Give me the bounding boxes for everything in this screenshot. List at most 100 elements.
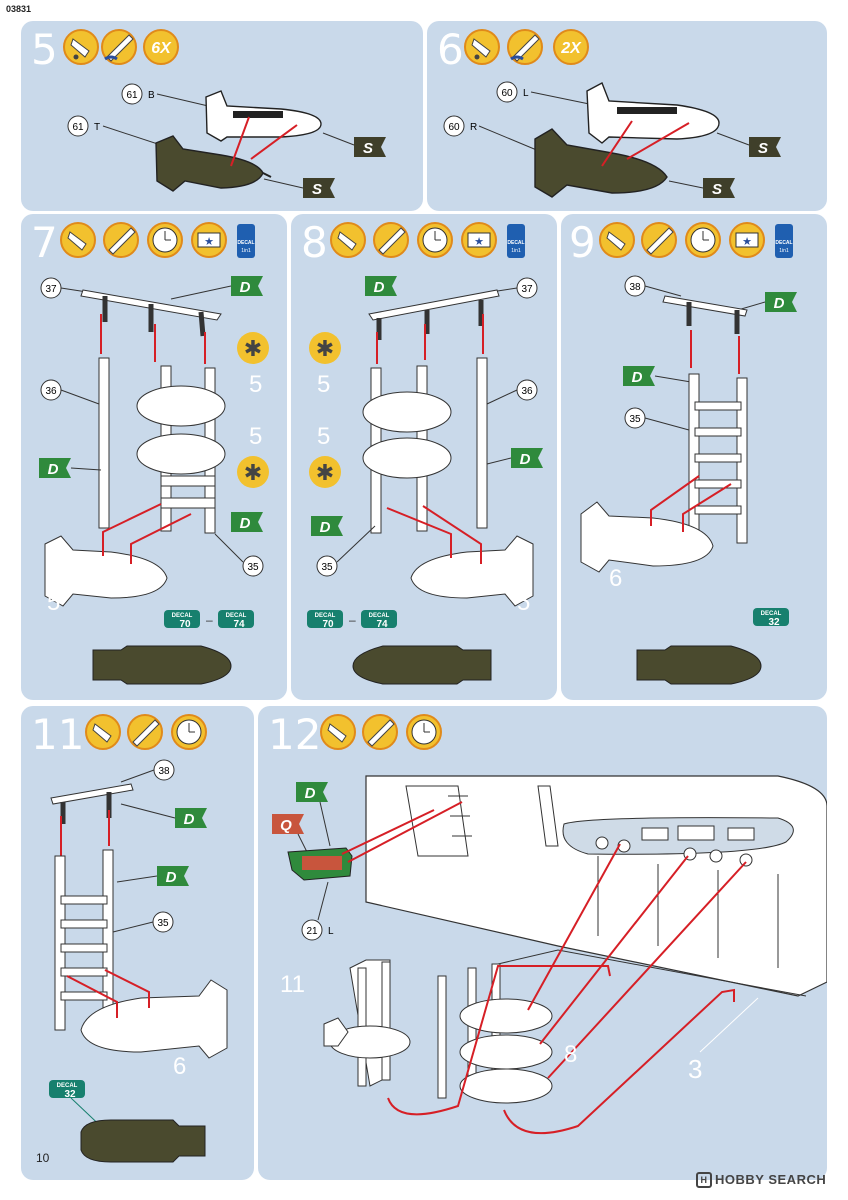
svg-text:S: S bbox=[758, 140, 768, 157]
flag-s: S bbox=[668, 178, 735, 198]
assembly-arrow bbox=[130, 513, 192, 564]
svg-text:S: S bbox=[363, 140, 373, 157]
svg-text:38: 38 bbox=[158, 766, 170, 777]
svg-text:37: 37 bbox=[521, 284, 533, 295]
callout-35: 35 bbox=[624, 407, 690, 431]
svg-text:74: 74 bbox=[376, 619, 388, 630]
paint-icon bbox=[101, 29, 137, 65]
svg-text:★: ★ bbox=[742, 236, 752, 248]
clock-icon bbox=[685, 222, 721, 258]
rack-frame bbox=[688, 373, 748, 544]
callout-35: 35 bbox=[316, 525, 376, 577]
flag-q: Q bbox=[272, 814, 309, 855]
rack-top-bar bbox=[662, 295, 748, 334]
paint-icon bbox=[127, 714, 163, 750]
svg-text:32: 32 bbox=[768, 617, 780, 628]
svg-text:D: D bbox=[48, 461, 59, 478]
leader-line bbox=[699, 997, 759, 1053]
step-12-panel: 12 D Q bbox=[258, 706, 827, 1180]
svg-text:D: D bbox=[632, 369, 643, 386]
svg-text:38: 38 bbox=[629, 282, 641, 293]
asterisk-icon: ✱ bbox=[309, 332, 341, 364]
assembly-arrow bbox=[66, 975, 118, 1018]
sub-assembly-ref: 3 bbox=[688, 1054, 702, 1084]
dash-separator: – bbox=[349, 613, 356, 627]
flag-d: D bbox=[486, 448, 543, 468]
assembly-arrow bbox=[547, 861, 747, 1079]
svg-text:60: 60 bbox=[501, 88, 513, 99]
svg-text:D: D bbox=[240, 515, 251, 532]
sub-assembly-ref: 5 bbox=[517, 589, 530, 616]
assembly-arrow bbox=[230, 116, 250, 167]
glue-icon bbox=[85, 714, 121, 750]
assembly-arrow bbox=[650, 475, 700, 526]
bomb-loose bbox=[410, 535, 534, 607]
svg-text:✱: ✱ bbox=[244, 336, 262, 361]
svg-text:32: 32 bbox=[64, 1089, 76, 1100]
svg-text:36: 36 bbox=[45, 386, 57, 397]
svg-text:36: 36 bbox=[521, 386, 533, 397]
callout-36: 36 bbox=[486, 379, 538, 405]
sub-assembly-ref: 5 bbox=[47, 589, 60, 616]
multiplier-badge: 6X bbox=[143, 29, 179, 65]
sub-assembly-ref: 11 bbox=[280, 971, 305, 998]
callout-38: 38 bbox=[120, 759, 175, 783]
svg-text:L: L bbox=[523, 88, 529, 99]
sub-assembly-ref: 5 bbox=[317, 371, 330, 398]
flag-s: S bbox=[263, 178, 335, 198]
svg-text:✱: ✱ bbox=[316, 336, 334, 361]
clock-icon bbox=[406, 714, 442, 750]
svg-text:61: 61 bbox=[72, 122, 84, 133]
assembly-arrow bbox=[601, 120, 633, 167]
paint-icon bbox=[362, 714, 398, 750]
svg-text:1in1: 1in1 bbox=[779, 248, 789, 254]
dash-separator: – bbox=[206, 613, 213, 627]
svg-text:D: D bbox=[320, 519, 331, 536]
callout-36: 36 bbox=[40, 379, 100, 405]
flag-d: D bbox=[116, 866, 189, 886]
watermark-logo-icon: H bbox=[696, 1172, 712, 1188]
watermark-word: SEARCH bbox=[768, 1172, 827, 1187]
paint-icon bbox=[641, 222, 677, 258]
bomb-olive bbox=[534, 128, 668, 198]
svg-text:✱: ✱ bbox=[244, 460, 262, 485]
glue-icon bbox=[60, 222, 96, 258]
subassembly-11 bbox=[323, 959, 411, 1087]
product-code: 03831 bbox=[6, 4, 32, 14]
callout-60-l: 60 L bbox=[496, 81, 600, 107]
assembly-arrow bbox=[341, 809, 435, 855]
bomb-decal-preview bbox=[80, 1119, 206, 1163]
flag-d: D bbox=[231, 512, 263, 532]
svg-text:70: 70 bbox=[322, 619, 334, 630]
bomb-olive bbox=[155, 135, 272, 192]
sub-assembly-ref: 5 bbox=[317, 423, 330, 450]
svg-text:D: D bbox=[166, 869, 177, 886]
assembly-arrow bbox=[539, 855, 689, 1045]
flag-d: D bbox=[296, 782, 331, 847]
asterisk-icon: ✱ bbox=[237, 456, 269, 488]
step-number: 12 bbox=[268, 710, 322, 759]
svg-text:35: 35 bbox=[247, 562, 259, 573]
assembly-arrow bbox=[104, 969, 150, 1008]
assembly-arrow bbox=[250, 124, 298, 160]
subassembly-8 bbox=[437, 963, 553, 1104]
paint-icon bbox=[507, 29, 543, 65]
assembly-arrow bbox=[102, 503, 162, 556]
glue-icon bbox=[320, 714, 356, 750]
bomb-decal-preview bbox=[352, 645, 492, 685]
asterisk-icon: ✱ bbox=[309, 456, 341, 488]
bomb-loose bbox=[580, 501, 714, 573]
